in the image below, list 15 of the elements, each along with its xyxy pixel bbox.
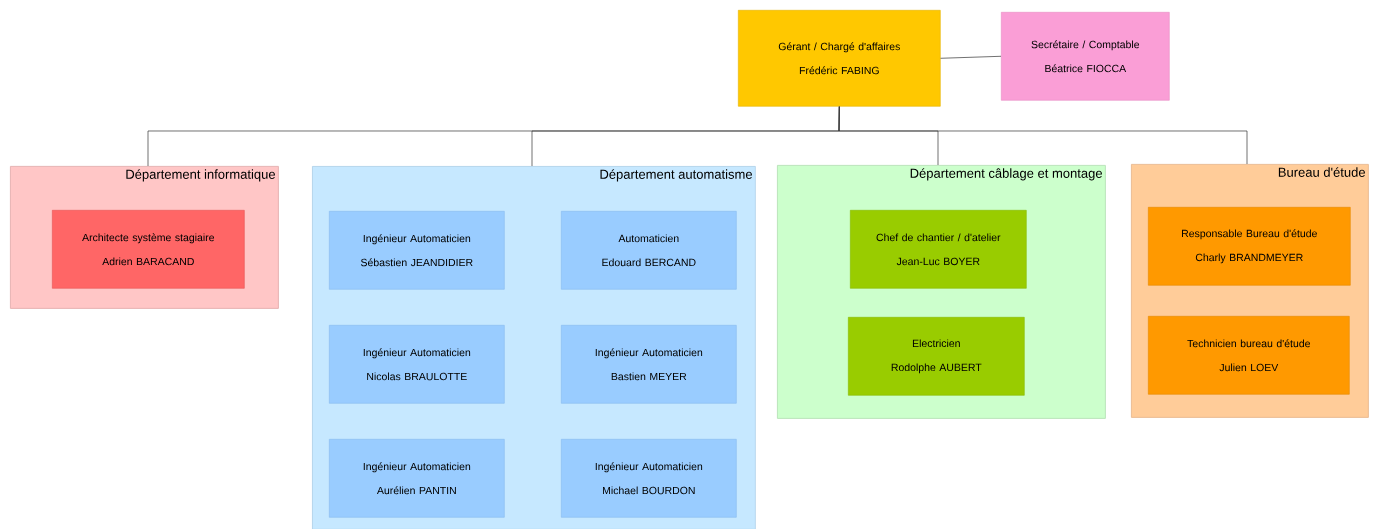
person-box: Ingénieur Automaticien Bastien MEYER [561, 325, 737, 404]
person-box: Automaticien Edouard BERCAND [561, 211, 737, 290]
connector-line [838, 106, 1248, 165]
person-box: Technicien bureau d'étude Julien LOEV [1148, 316, 1350, 395]
connector-line [940, 55, 1002, 59]
person-box: Ingénieur Automaticien Sébastien JEANDIDIER [329, 211, 505, 290]
person-box: Electricien Rodolphe AUBERT [848, 317, 1025, 396]
person-box: Secrétaire / Comptable Béatrice FIOCCA [1001, 12, 1170, 101]
person-box: Ingénieur Automaticien Michael BOURDON [561, 438, 737, 518]
person-box: Responsable Bureau d'étude Charly BRANDMEYER [1148, 207, 1351, 286]
person-box: Architecte système stagiaire Adrien BARACAND [52, 210, 245, 289]
person-box: Gérant / Chargé d'affaires Frédéric FABING [738, 10, 941, 107]
person-box: Ingénieur Automaticien Aurélien PANTIN [329, 438, 505, 518]
person-box: Ingénieur Automaticien Nicolas BRAULOTTE [329, 325, 505, 404]
person-box: Chef de chantier / d'atelier Jean-Luc BOYER [850, 210, 1027, 289]
